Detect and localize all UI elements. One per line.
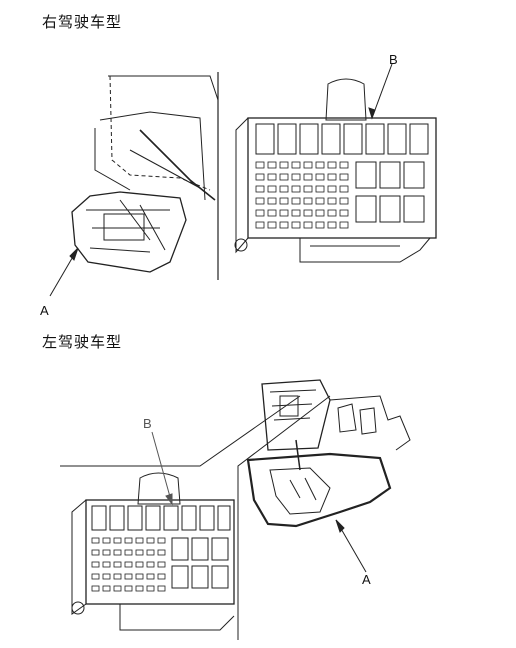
rhd-fuse-box-drawing [234,63,437,263]
rhd-cover-panel-drawing [49,75,219,297]
left-hand-drive-heading: 左驾驶车型 [42,333,123,351]
callout-a-bottom: A [362,572,371,587]
callout-b-top: B [389,52,398,67]
lhd-cover-panel-drawing [246,379,411,573]
lhd-fuse-box-drawing [71,431,235,631]
callout-b-bottom: B [143,416,152,431]
right-hand-drive-heading: 右驾驶车型 [42,13,123,31]
callout-a-top: A [40,303,49,318]
